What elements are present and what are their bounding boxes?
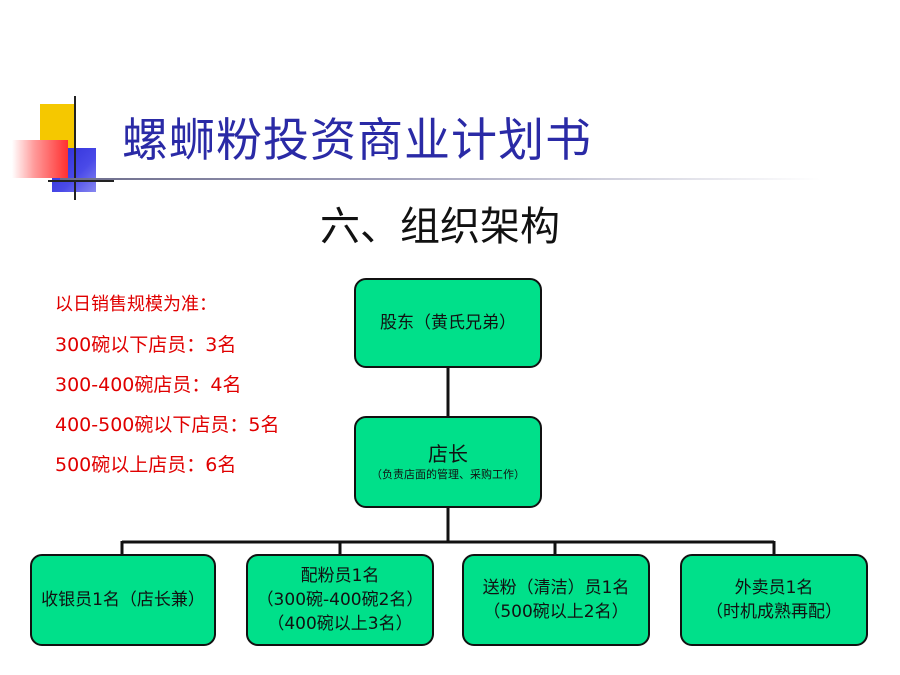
decor-red-square [12, 140, 68, 178]
decor-vertical-line [74, 96, 76, 200]
note-item: 500碗以上店员：6名 [55, 454, 237, 476]
note-item: 300-400碗店员：4名 [55, 374, 242, 396]
node-delivery-cleaner: 送粉（清洁）员1名 （500碗以上2名） [462, 554, 650, 646]
node-manager-label: 店长 [428, 442, 468, 466]
node-noodle-server-line: （300碗-400碗2名） [256, 590, 424, 610]
node-manager: 店长 （负责店面的管理、采购工作） [354, 416, 542, 508]
slide-title: 螺蛳粉投资商业计划书 [122, 113, 592, 167]
note-heading: 以日销售规模为准： [55, 294, 217, 315]
node-cashier-line: 收银员1名（店长兼） [41, 590, 205, 610]
node-cashier: 收银员1名（店长兼） [30, 554, 216, 646]
node-shareholders: 股东（黄氏兄弟） [354, 278, 542, 368]
node-takeout-line: （时机成熟再配） [706, 602, 842, 622]
node-noodle-server-line: 配粉员1名 [300, 566, 380, 586]
node-noodle-server: 配粉员1名 （300碗-400碗2名） （400碗以上3名） [246, 554, 434, 646]
node-manager-note: （负责店面的管理、采购工作） [371, 468, 525, 481]
staffing-notes: 以日销售规模为准： 300碗以下店员：3名 300-400碗店员：4名 400-… [55, 290, 279, 490]
node-delivery-cleaner-line: 送粉（清洁）员1名 [482, 578, 630, 598]
slide-subtitle: 六、组织架构 [320, 204, 560, 250]
node-shareholders-label: 股东（黄氏兄弟） [380, 313, 516, 333]
node-takeout-line: 外卖员1名 [734, 578, 814, 598]
note-item: 300碗以下店员：3名 [55, 334, 237, 356]
node-takeout: 外卖员1名 （时机成熟再配） [680, 554, 868, 646]
title-underline [60, 178, 820, 180]
decor-horizontal-line [48, 180, 114, 182]
node-delivery-cleaner-line: （500碗以上2名） [483, 602, 629, 622]
note-item: 400-500碗以下店员：5名 [55, 414, 280, 436]
node-noodle-server-line: （400碗以上3名） [267, 614, 413, 634]
